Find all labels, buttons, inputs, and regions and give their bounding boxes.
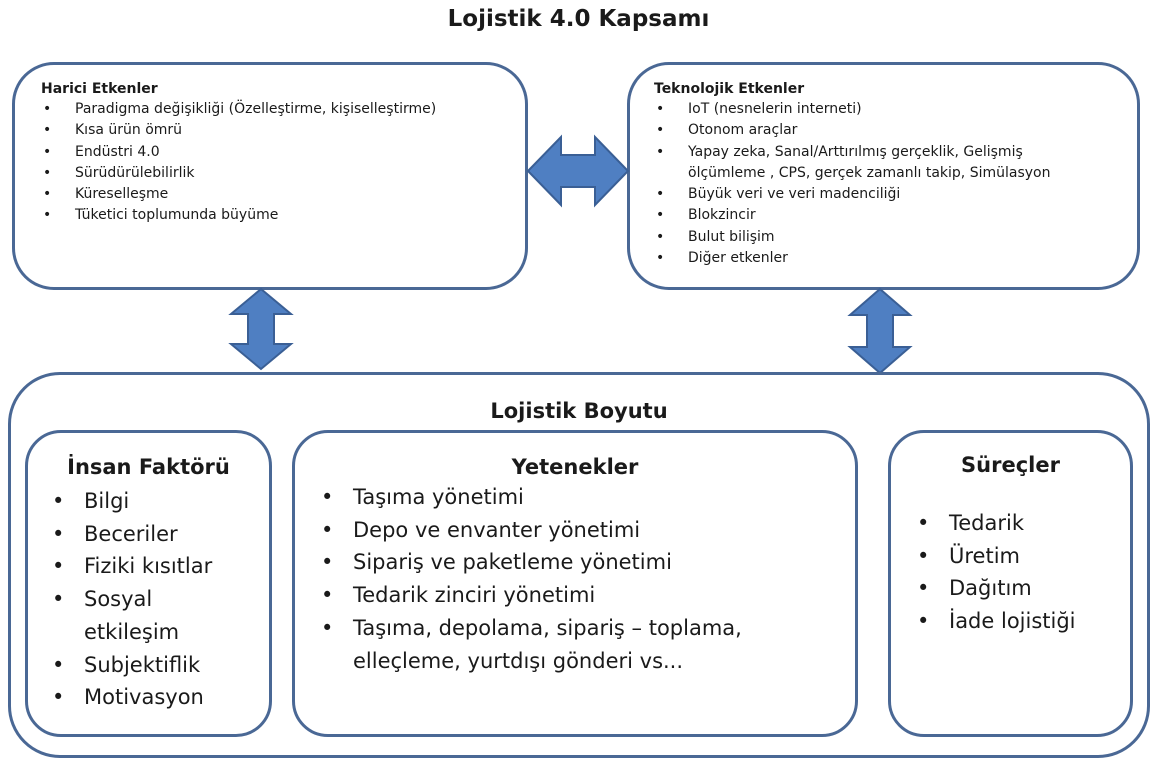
list-item: Büyük veri ve veri madenciliği [654,184,1087,206]
list-item: Sürüdürülebilirlik [41,163,525,185]
list-item: Dağıtım [917,572,1130,605]
list-item: Blokzincir [654,205,1087,227]
list-item: Tüketici toplumunda büyüme [41,205,525,227]
list-item: Sosyal etkileşim [52,583,204,648]
list-item: Fiziki kısıtlar [52,550,259,583]
list-item: Bilgi [52,485,259,518]
list-item: Depo ve envanter yönetimi [321,514,795,547]
human-factor-box: İnsan Faktörü Bilgi Beceriler Fiziki kıs… [25,430,272,737]
list-item: Beceriler [52,518,259,551]
list-item: Taşıma, depolama, sipariş – toplama, ell… [321,612,795,677]
list-item: Sipariş ve paketleme yönetimi [321,546,795,579]
list-item: Endüstri 4.0 [41,142,525,164]
technological-factors-heading: Teknolojik Etkenler [654,81,805,97]
external-factors-box: Harici Etkenler Paradigma değişikliği (Ö… [12,62,528,290]
processes-heading: Süreçler [961,453,1060,477]
list-item: Üretim [917,540,1130,573]
list-item: Otonom araçlar [654,120,1087,142]
vertical-double-arrow-left-icon [228,287,294,371]
vertical-double-arrow-right-icon [847,287,913,375]
capabilities-heading: Yetenekler [511,455,639,479]
list-item: Tedarik [917,507,1130,540]
logistics-dimension-heading: Lojistik Boyutu [490,399,668,423]
list-item: Yapay zeka, Sanal/Arttırılmış gerçeklik,… [654,142,1087,185]
list-item: Diğer etkenler [654,248,1087,270]
list-item: IoT (nesnelerin interneti) [654,99,1087,121]
processes-box: Süreçler Tedarik Üretim Dağıtım İade loj… [888,430,1133,737]
list-item: Kısa ürün ömrü [41,120,525,142]
diagram-title: Lojistik 4.0 Kapsamı [447,6,710,32]
list-item: Taşıma yönetimi [321,481,795,514]
external-factors-heading: Harici Etkenler [41,81,158,97]
list-item: Paradigma değişikliği (Özelleştirme, kiş… [41,99,525,121]
technological-factors-box: Teknolojik Etkenler IoT (nesnelerin inte… [627,62,1140,290]
human-factor-heading: İnsan Faktörü [67,455,230,479]
list-item: Küreselleşme [41,184,525,206]
horizontal-double-arrow-icon [526,134,630,208]
list-item: Tedarik zinciri yönetimi [321,579,795,612]
list-item: İade lojistiği [917,605,1130,638]
list-item: Bulut bilişim [654,227,1087,249]
list-item: Subjektiflik [52,649,259,682]
list-item: Motivasyon [52,681,259,714]
capabilities-box: Yetenekler Taşıma yönetimi Depo ve envan… [292,430,858,737]
